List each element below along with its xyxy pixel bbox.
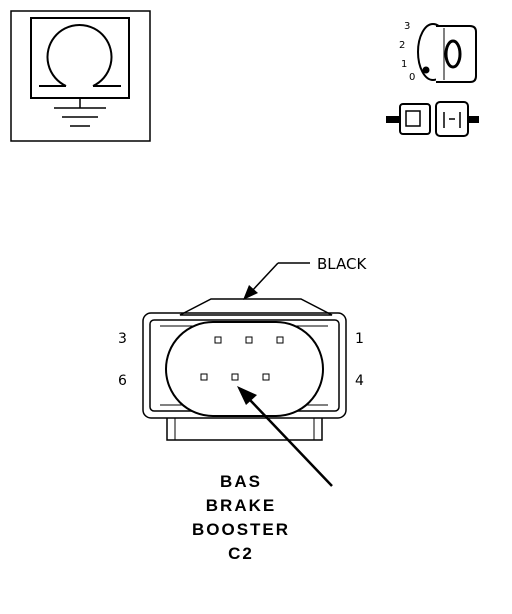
male-latch bbox=[405, 110, 421, 127]
key-position-0: 0 bbox=[409, 72, 415, 83]
pin-6-cavity bbox=[200, 373, 208, 381]
pointer-shaft bbox=[249, 399, 333, 487]
color-callout: BLACK bbox=[243, 255, 367, 300]
caption-pointer bbox=[237, 386, 333, 487]
connector-outer-housing bbox=[142, 312, 347, 419]
callout-leader-diagonal bbox=[250, 262, 279, 293]
pin-label-3: 3 bbox=[118, 331, 127, 347]
pin-2-cavity bbox=[245, 336, 253, 344]
connector-oval-face bbox=[165, 321, 324, 417]
caption-line-3: BOOSTER bbox=[192, 520, 290, 539]
caption-line-1: BAS bbox=[220, 472, 262, 491]
key-indicator-dot bbox=[422, 66, 430, 74]
key-letter-o bbox=[444, 39, 462, 69]
connector-caption: BAS BRAKE BOOSTER C2 bbox=[192, 472, 290, 563]
connector-face: 3 1 6 4 bbox=[118, 298, 364, 441]
pointer-arrowhead bbox=[237, 386, 257, 405]
ground-symbol-panel bbox=[10, 10, 151, 142]
callout-arrowhead bbox=[243, 285, 258, 300]
right-wire-stub bbox=[467, 116, 479, 123]
connector-top-hood bbox=[179, 298, 333, 316]
key-position-1: 1 bbox=[401, 59, 407, 70]
pin-label-4: 4 bbox=[355, 373, 364, 389]
connector-side-view bbox=[386, 101, 479, 137]
omega-arc bbox=[46, 24, 113, 87]
pin-5-cavity bbox=[231, 373, 239, 381]
caption-line-2: BRAKE bbox=[206, 496, 276, 515]
panel-border bbox=[10, 10, 151, 142]
pin-3-cavity bbox=[214, 336, 222, 344]
connector-base bbox=[166, 418, 323, 441]
connector-color-label: BLACK bbox=[317, 255, 367, 273]
pin-label-1: 1 bbox=[355, 331, 364, 347]
pin-label-6: 6 bbox=[118, 373, 127, 389]
key-position-2: 2 bbox=[399, 40, 405, 51]
pin-1-cavity bbox=[276, 336, 284, 344]
key-position-3: 3 bbox=[404, 21, 410, 32]
pin-4-cavity bbox=[262, 373, 270, 381]
key-switch-icon: 3 2 1 0 bbox=[399, 21, 477, 83]
caption-line-4: C2 bbox=[228, 544, 254, 563]
left-wire-stub bbox=[386, 116, 402, 123]
